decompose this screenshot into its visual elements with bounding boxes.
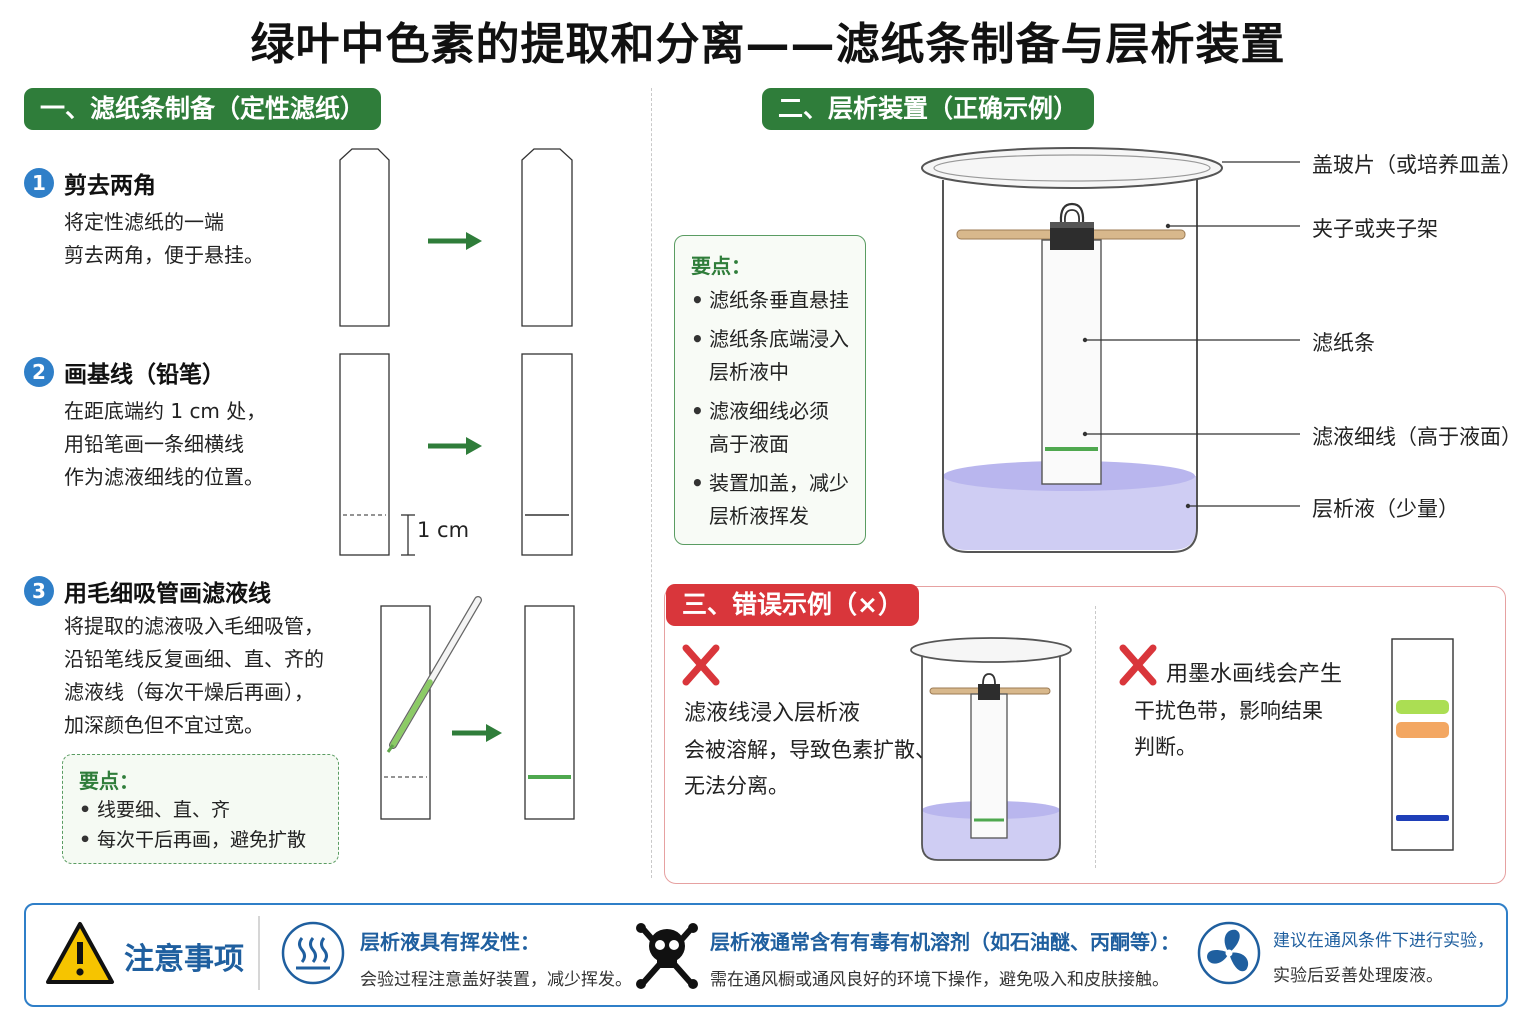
- wrong2-line: 判断。: [1134, 735, 1197, 759]
- wrong-examples-box: [664, 586, 1506, 884]
- label-strip: 滤纸条: [1312, 331, 1375, 355]
- keypoints-title: 要点：: [79, 769, 139, 793]
- caution-item-title: 层析液通常含有有毒有机溶剂（如石油醚、丙酮等）：: [710, 930, 1180, 954]
- warning-triangle-icon: [46, 922, 114, 984]
- step3-line: 沿铅笔线反复画细、直、齐的: [64, 647, 324, 671]
- caution-bar: [24, 903, 1508, 1007]
- wrong2-line: 干扰色带，影响结果: [1134, 699, 1323, 723]
- measure-bracket: [401, 514, 415, 556]
- section-divider: [651, 88, 652, 878]
- step3-text: 将提取的滤液吸入毛细吸管， 沿铅笔线反复画细、直、齐的 滤液线（每次干燥后再画）…: [64, 610, 324, 742]
- arrow-right-icon: [452, 724, 502, 742]
- capillary-pipette-icon: [386, 596, 482, 753]
- label-liquid: 层析液（少量）: [1312, 497, 1459, 521]
- fan-icon: [1197, 921, 1261, 985]
- label-lid: 盖玻片（或培养皿盖）: [1312, 153, 1522, 177]
- caution-item-volatile: 层析液具有挥发性： 会验过程注意盖好装置，减少挥发。: [360, 926, 632, 990]
- caution-item-ventilation: 建议在通风条件下进行实验， 实验后妥善处理废液。: [1273, 926, 1494, 986]
- skull-crossbones-icon: [636, 923, 698, 989]
- caution-item-body: 需在通风橱或通风良好的环境下操作，避免吸入和皮肤接触。: [710, 970, 1169, 990]
- cross-icon: [682, 644, 720, 686]
- keypoint-item: 每次干后再画，避免扩散: [79, 825, 306, 855]
- beaker: [942, 180, 1198, 553]
- caution-title: 注意事项: [124, 942, 244, 977]
- chromatography-liquid: [943, 476, 1196, 550]
- binder-clip-icon: [978, 673, 1000, 700]
- wrong1-line: 无法分离。: [684, 774, 789, 798]
- step3-line: 加深颜色但不宜过宽。: [64, 713, 264, 737]
- section2-header: 二、层析装置（正确示例）: [762, 88, 1095, 130]
- page-title: 绿叶中色素的提取和分离——滤纸条制备与层析装置: [250, 19, 1286, 70]
- wrong1-line: 会被溶解，导致色素扩散、: [684, 738, 936, 762]
- keypoints-title: 要点：: [691, 254, 751, 278]
- wrong1-title: 滤液线浸入层析液: [684, 701, 861, 726]
- filter-strip: [1041, 239, 1102, 485]
- section3-header: 三、错误示例（×）: [666, 584, 919, 626]
- arrow-right-icon: [428, 437, 482, 455]
- caution-item-toxic: 层析液通常含有有毒有机溶剂（如石油醚、丙酮等）： 需在通风橱或通风良好的环境下操…: [710, 926, 1180, 990]
- step3-line: 滤液线（每次干燥后再画），: [64, 680, 314, 704]
- strip-uncut: [339, 148, 390, 327]
- label-filtrate-line: 滤液细线（高于液面）: [1312, 425, 1522, 449]
- chromatography-apparatus-drawing: [921, 147, 1300, 553]
- ink-line-blue: [1396, 815, 1449, 821]
- caution-item-body: 实验后妥善处理废液。: [1273, 966, 1443, 986]
- step1-line: 剪去两角，便于悬挂。: [64, 243, 264, 267]
- section1-header: 一、滤纸条制备（定性滤纸）: [24, 88, 382, 130]
- interfering-band-orange: [1396, 722, 1449, 738]
- lid-glass-plate: [910, 637, 1072, 663]
- wrong2-title: 用墨水画线会产生: [1166, 662, 1343, 687]
- keypoint-item: 线要细、直、齐: [79, 795, 306, 825]
- wrong2-text: 用墨水画线会产生 干扰色带，影响结果 判断。: [1134, 657, 1342, 765]
- label-clip: 夹子或夹子架: [1312, 217, 1438, 241]
- arrow-right-icon: [428, 232, 482, 250]
- step1-text: 将定性滤纸的一端 剪去两角，便于悬挂。: [64, 206, 264, 272]
- step2-line: 作为滤液细线的位置。: [64, 465, 264, 489]
- step2-text: 在距底端约 1 cm 处， 用铅笔画一条细横线 作为滤液细线的位置。: [64, 395, 266, 494]
- step2-line: 用铅笔画一条细横线: [64, 432, 244, 456]
- section1-keypoints-box: 要点： 线要细、直、齐 每次干后再画，避免扩散: [62, 754, 339, 864]
- keypoints-list: 线要细、直、齐 每次干后再画，避免扩散: [79, 795, 306, 855]
- step1-line: 将定性滤纸的一端: [64, 210, 224, 234]
- strip-ink-line: [1391, 638, 1454, 851]
- step2-number: 2: [24, 357, 54, 387]
- step3-number: 3: [24, 576, 54, 606]
- cross-icon: [1119, 644, 1157, 686]
- step2-title: 画基线（铅笔）: [64, 362, 225, 388]
- wrong-examples-drawing: [682, 637, 1454, 861]
- binder-clip-icon: [1050, 202, 1094, 250]
- step3-line: 将提取的滤液吸入毛细吸管，: [64, 614, 324, 638]
- strip-corners-cut: [521, 148, 573, 327]
- caution-item-body: 会验过程注意盖好装置，减少挥发。: [360, 970, 632, 990]
- leader-lines: [1085, 161, 1300, 507]
- filter-strip: [970, 693, 1008, 839]
- caution-item-title: 建议在通风条件下进行实验，: [1273, 931, 1494, 951]
- step3-title: 用毛细吸管画滤液线: [64, 581, 271, 607]
- vapor-icon: [281, 921, 345, 985]
- strip-with-filtrate-line: [524, 605, 575, 820]
- lid-glass-plate: [921, 147, 1223, 189]
- strip-drawing-line: [380, 605, 431, 820]
- filter-strip-steps-drawing: [339, 148, 575, 820]
- caution-item-title: 层析液具有挥发性：: [360, 930, 540, 954]
- step1-title: 剪去两角: [64, 173, 156, 199]
- keypoint-item: 滤纸条垂直悬挂: [691, 284, 849, 317]
- wrong-divider: [1095, 606, 1096, 868]
- step1-number: 1: [24, 168, 54, 198]
- beaker-small: [921, 655, 1061, 861]
- interfering-band-lime: [1396, 700, 1449, 714]
- strip-before-baseline: [339, 353, 390, 556]
- wrong1-text: 滤液线浸入层析液 会被溶解，导致色素扩散、 无法分离。: [684, 696, 936, 804]
- step2-line: 在距底端约 1 cm 处，: [64, 399, 267, 423]
- measure-label: 1 cm: [417, 518, 470, 542]
- strip-with-baseline: [521, 353, 573, 556]
